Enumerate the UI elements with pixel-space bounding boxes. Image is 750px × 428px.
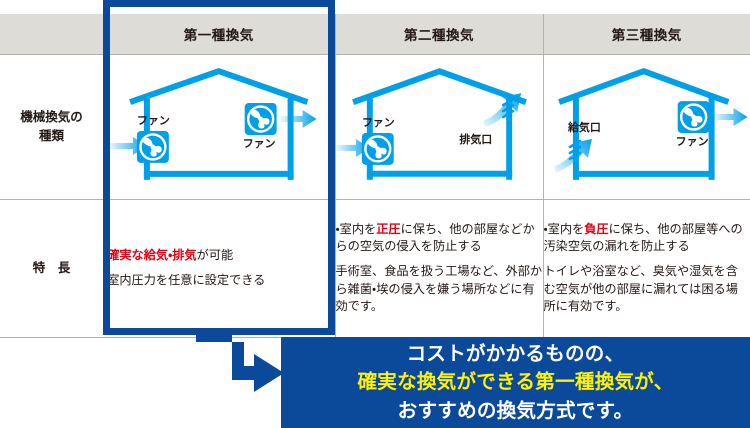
banner-line-3: おすすめの換気方式です。 <box>397 399 634 422</box>
bullet-pre: 室内を <box>339 221 377 236</box>
house-outline-icon <box>557 67 729 180</box>
diagram-type1-fan-fan: ファン ファン <box>108 67 317 180</box>
table-header-row: 第一種換気 第二種換気 第三種換気 <box>0 14 750 55</box>
row-label-features: 特 長 <box>0 199 103 338</box>
feature-note: 手術室、食品を扱う工場など、外部から雑菌・埃の侵入を嫌う場所などに有効です。 <box>335 264 543 313</box>
diagram-type2-fan-vent: ファン <box>335 67 527 180</box>
recommendation-banner: コストがかかるものの、 確実な換気ができる第一種換気が、 おすすめの換気方式です… <box>281 337 750 428</box>
diagram-cell-type2: ファン <box>334 54 543 200</box>
intake-vent-label: 給気口 <box>566 119 600 133</box>
table-row-mechanical-ventilation-types: 機械換気の 種類 <box>0 54 750 200</box>
bullet-highlight: 正圧 <box>376 221 401 236</box>
fan-icon-left <box>361 132 394 165</box>
fan-icon-right <box>244 102 277 135</box>
row-label-line2: 種類 <box>38 128 64 143</box>
diagram-cell-type1: ファン ファン <box>103 54 335 200</box>
diagram-cell-type3: 給気口 ファン <box>542 54 750 200</box>
feature-cell-type2: ・室内を正圧に保ち、他の部屋などからの空気の侵入を防止する 手術室、食品を扱う工… <box>334 199 543 338</box>
ventilation-types-table: 第一種換気 第二種換気 第三種換気 機械換気の 種類 <box>0 14 750 338</box>
feature-cell-type1: ・確実な給気・排気が可能 ・室内圧力を任意に設定できる <box>103 199 335 338</box>
bullet-rest: 室内圧力を任意に設定できる <box>107 273 266 287</box>
header-corner-cell <box>0 14 103 55</box>
bullet-marker: ・ <box>543 221 548 236</box>
row-label-line1: 機械換気の <box>20 110 83 125</box>
feature-bullet: ・確実な給気・排気が可能 <box>103 247 335 264</box>
fan-label-left: ファン <box>361 117 394 129</box>
header-col-type2: 第二種換気 <box>334 14 543 55</box>
fan-label-left: ファン <box>137 115 170 127</box>
exhaust-vent-label: 排気口 <box>459 131 492 145</box>
outflow-arrow-icon <box>713 107 748 126</box>
connector-arrow-icon <box>196 330 284 392</box>
bullet-marker: ・ <box>335 221 340 236</box>
bullet-rest: に保ち、他の部屋等への汚染空気の漏れを防止する <box>543 221 743 253</box>
bullet-rest: が可能 <box>196 247 234 262</box>
banner-line-2: 確実な換気ができる第一種換気が、 <box>357 371 674 394</box>
table-row-features: 特 長 ・確実な給気・排気が可能 ・室内圧力を任意に設定できる ・室内を正圧に保… <box>0 199 750 338</box>
feature-bullet: ・室内を正圧に保ち、他の部屋などからの空気の侵入を防止する <box>336 221 543 256</box>
header-col-type3: 第三種換気 <box>542 14 750 55</box>
feature-note: トイレや浴室など、臭気や湿気を含む空気が他の部屋に漏れては困る場所に有効です。 <box>543 264 738 313</box>
intake-vent-icon <box>553 138 592 173</box>
fan-label-right: ファン <box>675 135 708 147</box>
inflow-arrow-icon <box>335 138 370 157</box>
feature-bullet: ・室内を負圧に保ち、他の部屋等への汚染空気の漏れを防止する <box>544 221 750 256</box>
fan-label-right: ファン <box>243 137 276 149</box>
bullet-highlight: 確実な給気・排気 <box>107 247 197 262</box>
feature-bullet: ・室内圧力を任意に設定できる <box>103 272 335 289</box>
bullet-rest: に保ち、他の部屋などからの空気の侵入を防止する <box>335 221 535 253</box>
bullet-pre: 室内を <box>547 221 585 236</box>
house-outline-icon <box>129 67 309 180</box>
diagram-type3-vent-fan: 給気口 ファン <box>553 67 748 180</box>
bullet-highlight: 負圧 <box>584 221 609 236</box>
outflow-arrow-icon <box>280 109 317 128</box>
banner-line-1: コストがかかるものの、 <box>406 343 625 366</box>
header-col-type1: 第一種換気 <box>103 14 335 55</box>
feature-cell-type3: ・室内を負圧に保ち、他の部屋等への汚染空気の漏れを防止する トイレや浴室など、臭… <box>542 199 750 338</box>
row-label-ventilation-type: 機械換気の 種類 <box>0 54 103 200</box>
exhaust-vent-icon <box>482 92 521 127</box>
fan-icon-right <box>677 100 710 133</box>
fan-icon-left <box>136 130 169 163</box>
